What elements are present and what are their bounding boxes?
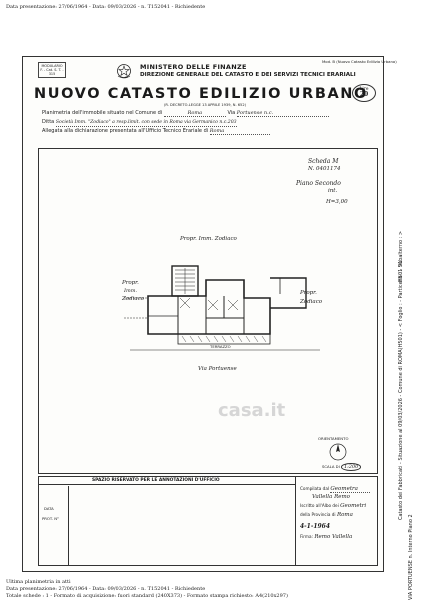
office-annotation-left bbox=[38, 476, 296, 566]
interior-label: int. bbox=[328, 188, 338, 194]
form-line-ditta: Ditta Società Imm. "Zodiaco" a resp.limi… bbox=[42, 119, 237, 127]
compiled-by-value: Geometra bbox=[330, 486, 371, 493]
comune-value: Roma bbox=[163, 110, 226, 117]
province: della Provincia di Roma bbox=[300, 512, 353, 518]
scale-label: SCALA DI bbox=[322, 464, 340, 469]
registered-in-label: Iscritto all'Albo dei bbox=[300, 503, 339, 508]
signature-value: Remo Vallella bbox=[314, 534, 353, 540]
document-title: NUOVO CATASTO EDILIZIO URBANO bbox=[34, 86, 368, 102]
modulario-stamp: MODULARIO F. - Cat. S. T. - 315 bbox=[38, 62, 66, 78]
office-title-rule bbox=[38, 484, 296, 485]
watermark: casa.it bbox=[218, 400, 286, 421]
via-value: Portuense n.c. bbox=[236, 110, 329, 117]
office-title: SPAZIO RISERVATO PER LE ANNOTAZIONI D'UF… bbox=[92, 478, 220, 483]
neighbor-top-label: Propr. Imm. Zodiaco bbox=[180, 236, 237, 242]
north-arrow-icon bbox=[329, 443, 347, 461]
stamp-line-2: F. - Cat. S. T. - 315 bbox=[40, 68, 64, 76]
side-address-line: VIA PORTUENSE n. Interno Piano 2 bbox=[408, 514, 414, 600]
republic-emblem-icon bbox=[117, 64, 131, 79]
ministry-title: MINISTERO DELLE FINANZE bbox=[140, 63, 247, 71]
province-label: della Provincia di bbox=[300, 512, 336, 517]
compiled-by-label: Compilata dal bbox=[300, 486, 330, 491]
modello-label: Mod. B (Nuovo Catasto Edilizio Urbano) bbox=[322, 59, 397, 64]
header-presentation-line: Data presentazione: 27/06/1964 - Data: 0… bbox=[6, 4, 206, 10]
comune-label: Planimetria dell'immobile situato nel Co… bbox=[42, 110, 163, 116]
office-annotation-box bbox=[38, 476, 378, 566]
neighbor-right-label-2: Zodiaco bbox=[300, 299, 323, 305]
surveyor-name: Vallella Remo bbox=[312, 494, 350, 500]
ditta-value: Società Imm. "Zodiaco" a resp.limit. con… bbox=[55, 120, 237, 127]
footer-last-plan: Ultima planimetria in atti bbox=[6, 579, 71, 585]
neighbor-left-label-3: Zodiaco bbox=[122, 296, 145, 302]
decree-reference: (R. DECRETO-LEGGE 13 APRILE 1939, N. 652… bbox=[164, 103, 247, 107]
direction-title: DIREZIONE GENERALE DEL CATASTO E DEI SER… bbox=[140, 72, 356, 78]
ditta-label: Ditta bbox=[42, 119, 55, 125]
scheda-number: N. 0401174 bbox=[308, 166, 341, 172]
stamp-line-1: MODULARIO bbox=[41, 64, 63, 68]
allegata-value: Roma bbox=[209, 128, 270, 135]
floor-plan-frame bbox=[38, 148, 378, 474]
lire-stamp: Lire 20 bbox=[352, 84, 376, 102]
orientation-label: ORIENTAMENTO bbox=[318, 436, 349, 441]
neighbor-right-label-1: Propr. bbox=[300, 290, 317, 296]
signature-label: Firma: bbox=[300, 534, 313, 539]
scale-value: 1:200 bbox=[340, 463, 362, 471]
form-line-allegata: Allegata alla dichiarazione presentata a… bbox=[42, 128, 270, 135]
scale-block: SCALA DI 1:200 bbox=[322, 463, 362, 471]
province-value: Roma bbox=[336, 512, 353, 518]
terrace-label: TERRAZZO bbox=[210, 344, 231, 349]
lire-label: Lire bbox=[359, 87, 369, 92]
signature: Firma: Remo Vallella bbox=[300, 534, 352, 540]
floor-plan-drawing bbox=[124, 265, 320, 351]
height-label: H=3,00 bbox=[326, 199, 348, 205]
office-date-label: DATA bbox=[44, 506, 54, 511]
via-label: Via bbox=[227, 110, 236, 116]
adjoining-property-right bbox=[270, 277, 307, 309]
side-code: H501 91 bbox=[398, 260, 404, 282]
neighbor-left-label-1: Propr. bbox=[122, 280, 139, 286]
floor-label: Piano Secondo bbox=[296, 180, 341, 187]
apartment-outline bbox=[147, 279, 271, 335]
office-column-rule bbox=[68, 486, 69, 566]
registered-in-value: Geometri bbox=[340, 503, 367, 509]
office-prot-label: PROT. N° bbox=[42, 516, 59, 521]
signature-date: 4-1-1964 bbox=[300, 523, 331, 530]
footer-format-line: Totale schede : 1 - Formato di acquisizi… bbox=[6, 593, 288, 599]
allegata-label: Allegata alla dichiarazione presentata a… bbox=[42, 128, 209, 134]
neighbor-left-label-2: Imm. bbox=[124, 288, 138, 294]
scheda-label: Scheda M bbox=[308, 158, 339, 165]
footer-presentation-line: Data presentazione: 27/06/1964 - Data: 0… bbox=[6, 586, 206, 592]
lire-value: 20 bbox=[359, 91, 369, 98]
compiled-by: Compilata dal Geometra bbox=[300, 486, 371, 493]
street-label: Via Portuense bbox=[198, 366, 237, 372]
cadastral-sheet bbox=[22, 56, 384, 572]
form-line-comune: Planimetria dell'immobile situato nel Co… bbox=[42, 110, 329, 117]
registered-in: Iscritto all'Albo dei Geometri bbox=[300, 503, 366, 509]
terrace bbox=[177, 333, 271, 345]
